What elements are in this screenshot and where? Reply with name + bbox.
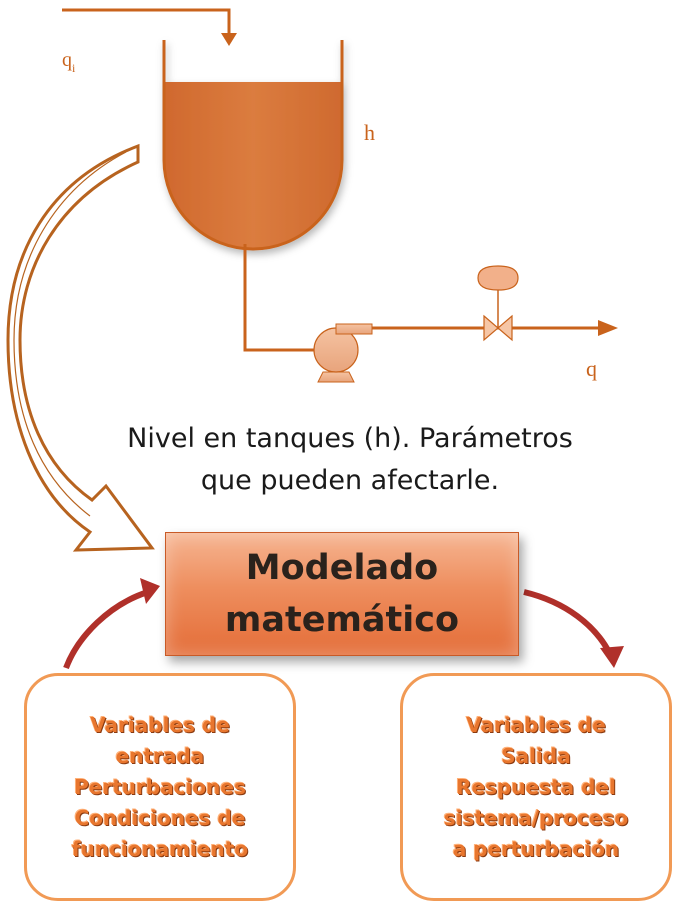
output-box-line: a perturbación [452,836,620,861]
output-box-line: Salida [501,743,571,768]
model-box: Modelado matemático [165,532,519,656]
input-box-line: Condiciones de [74,805,246,830]
inflow-label: qi [62,49,76,75]
input-to-model-arrow [63,589,149,670]
control-valve-icon [477,265,519,342]
input-box-line: funcionamiento [71,836,249,861]
level-label: h [364,120,375,145]
input-box-line: Variables de [90,712,230,737]
input-variables-box: Variables de entrada Perturbaciones Cond… [24,673,296,901]
input-box-line: entrada [115,743,205,768]
input-arrowhead [140,578,160,604]
model-box-line-1: Modelado [245,548,439,588]
output-box-line: Variables de [466,712,606,737]
tank-wall [162,40,344,251]
pump-icon [313,323,373,383]
model-to-output-arrow [523,589,613,656]
output-variables-box: Variables de Salida Respuesta del sistem… [400,673,672,901]
output-box-line: Respuesta del [456,774,616,799]
outflow-label: q [586,356,597,381]
curved-arrow-icon [6,143,155,552]
diagram-caption: Nivel en tanques (h). Parámetros que pue… [60,418,640,502]
outflow-arrowhead [598,320,618,336]
tank-liquid [164,82,342,249]
inflow-arrowhead [221,33,237,46]
input-box-line: Perturbaciones [74,774,246,799]
tank [162,40,344,251]
caption-line-2: que pueden afectarle. [200,465,500,496]
model-box-line-2: matemático [224,600,460,640]
output-arrowhead [600,646,624,668]
caption-line-1: Nivel en tanques (h). Parámetros [127,423,573,454]
outflow-pipe-down [243,244,326,352]
inflow-pipe [62,8,231,36]
output-box-line: sistema/proceso [443,805,629,830]
